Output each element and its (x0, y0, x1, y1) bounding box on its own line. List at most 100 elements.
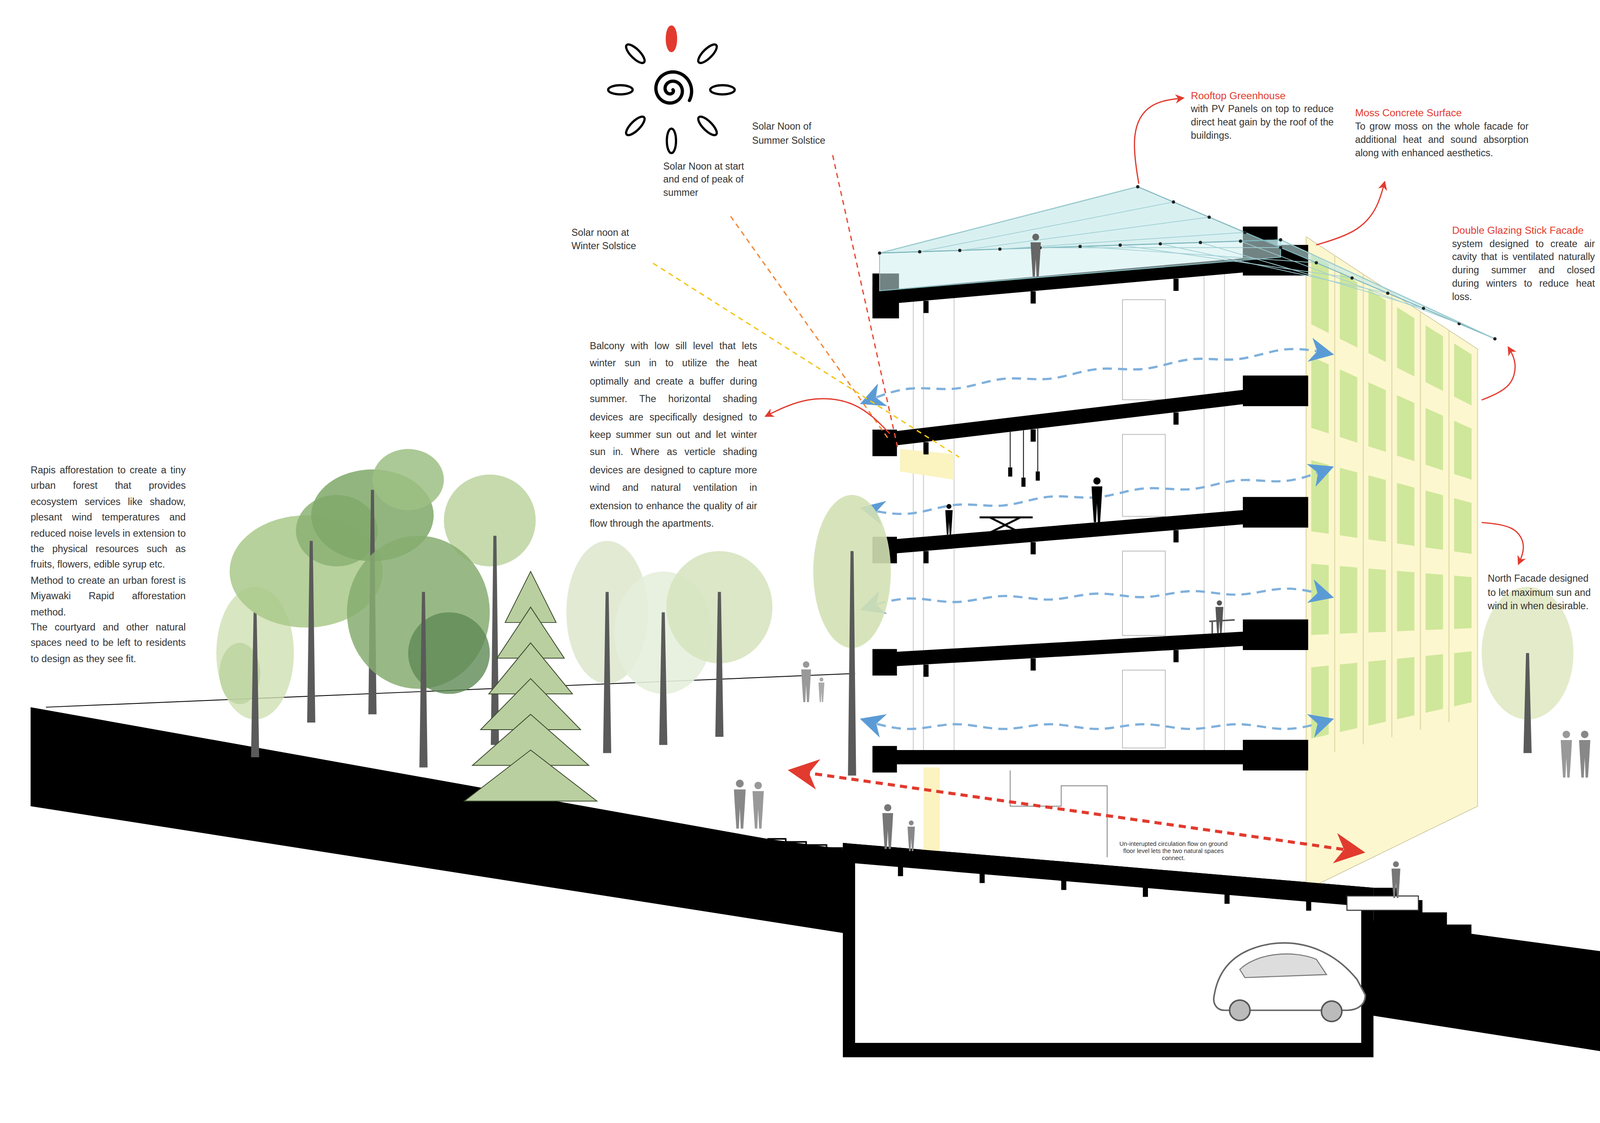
moss-panel (1311, 665, 1329, 739)
person-body (1391, 868, 1401, 899)
window-frame (1224, 406, 1225, 512)
tree-canopy (372, 449, 444, 511)
moss-panel (1454, 420, 1472, 480)
leader-line (1481, 522, 1524, 565)
door (1122, 299, 1166, 400)
glass-fixing (1350, 276, 1354, 280)
moss-panel (1340, 369, 1358, 443)
building-section (842, 185, 1497, 905)
moss-panel (1340, 271, 1358, 348)
bench (1347, 895, 1419, 910)
door (1122, 551, 1166, 636)
callout-text: North Facade designed to let maximum sun… (1487, 571, 1598, 613)
basement-column (979, 870, 985, 883)
floor-slab (874, 750, 1278, 765)
moss-panel (1454, 575, 1472, 629)
glass-fixing (1314, 261, 1318, 265)
person-body (1579, 740, 1591, 778)
balcony-upstand (872, 649, 898, 676)
note-text: Rapis afforestation to create a tiny urb… (30, 462, 186, 573)
glass-fixing (1118, 243, 1123, 247)
glass-fixing (998, 247, 1002, 251)
floor-slab (874, 507, 1278, 555)
ground-floor-slab (842, 842, 1374, 905)
moss-panel (1397, 657, 1415, 720)
moss-panel (1397, 395, 1415, 462)
tree-trunk (250, 612, 260, 758)
pv-panel-line (1120, 245, 1352, 278)
leader-line (765, 398, 890, 434)
person-head (1093, 477, 1101, 485)
window-frame (912, 665, 914, 750)
leader-line (1481, 347, 1515, 400)
callout-heading: Double Glazing Stick Facade (1452, 223, 1595, 237)
moss-panel (1425, 407, 1443, 471)
column (1030, 291, 1036, 304)
person-body (818, 682, 825, 703)
basement-column (1306, 898, 1312, 911)
moss-panel (1368, 382, 1386, 452)
glass-fixing (1158, 242, 1163, 246)
person-body (945, 510, 953, 535)
moss-panel (1425, 490, 1443, 550)
tree-canopy (408, 612, 490, 694)
column (1173, 530, 1179, 543)
person-head (1580, 730, 1589, 738)
ramp-steps (1373, 887, 1472, 938)
glass-fixing (1207, 215, 1211, 219)
pendant-cord (1022, 430, 1024, 478)
pv-panel-line (1240, 241, 1460, 324)
person-head (735, 779, 744, 788)
sun-ray (666, 128, 676, 154)
window-frame (953, 297, 955, 425)
glass-fixing (1386, 291, 1390, 295)
glass-fixing (1279, 245, 1283, 250)
person-head (946, 504, 952, 510)
column (923, 442, 929, 455)
column (923, 664, 929, 677)
moss-panel (1311, 356, 1329, 434)
moss-panel (1454, 343, 1472, 406)
tree-trunk (1523, 652, 1532, 753)
sun-ray (710, 85, 735, 95)
urban-forest (216, 449, 1574, 802)
person-body (752, 790, 764, 829)
window-frame (1203, 408, 1205, 514)
door (1122, 670, 1166, 748)
pendant-lamp (1035, 471, 1040, 481)
sun-ray (608, 85, 633, 95)
glass-fixing (1136, 185, 1140, 189)
person-head (1216, 600, 1223, 606)
partition (1010, 770, 1108, 858)
summer-solstice-ray (832, 155, 898, 449)
basement-column (897, 863, 903, 876)
window-frame (1203, 527, 1205, 634)
window-frame (1224, 274, 1225, 393)
tree-trunk (602, 591, 612, 753)
callout-text: with PV Panels on top to reduce direct h… (1190, 102, 1334, 143)
column (1030, 429, 1036, 442)
callout-text: To grow moss on the whole facade for add… (1355, 119, 1529, 160)
person-head (802, 661, 810, 668)
moss-panel (1397, 307, 1415, 377)
pendant-cord (1010, 431, 1011, 468)
window-frame (922, 664, 924, 750)
glass-fixing (1198, 240, 1203, 245)
window-frame (953, 662, 955, 750)
conifer-tier (464, 750, 597, 801)
person-head (908, 820, 914, 826)
moss-panel (1397, 482, 1415, 546)
door (1122, 434, 1166, 517)
person-body (882, 812, 894, 849)
sun-ray (695, 41, 720, 66)
circulation-arrow (790, 770, 1363, 853)
leader-line (1316, 181, 1385, 245)
slab-edge (1242, 740, 1309, 771)
peak-summer-ray (730, 216, 890, 441)
tree-trunk (659, 612, 668, 745)
car-wheel (1229, 1000, 1250, 1021)
glass-fixing (1279, 238, 1283, 242)
slab-edge (1242, 497, 1309, 528)
pv-panel-line (960, 217, 1210, 251)
